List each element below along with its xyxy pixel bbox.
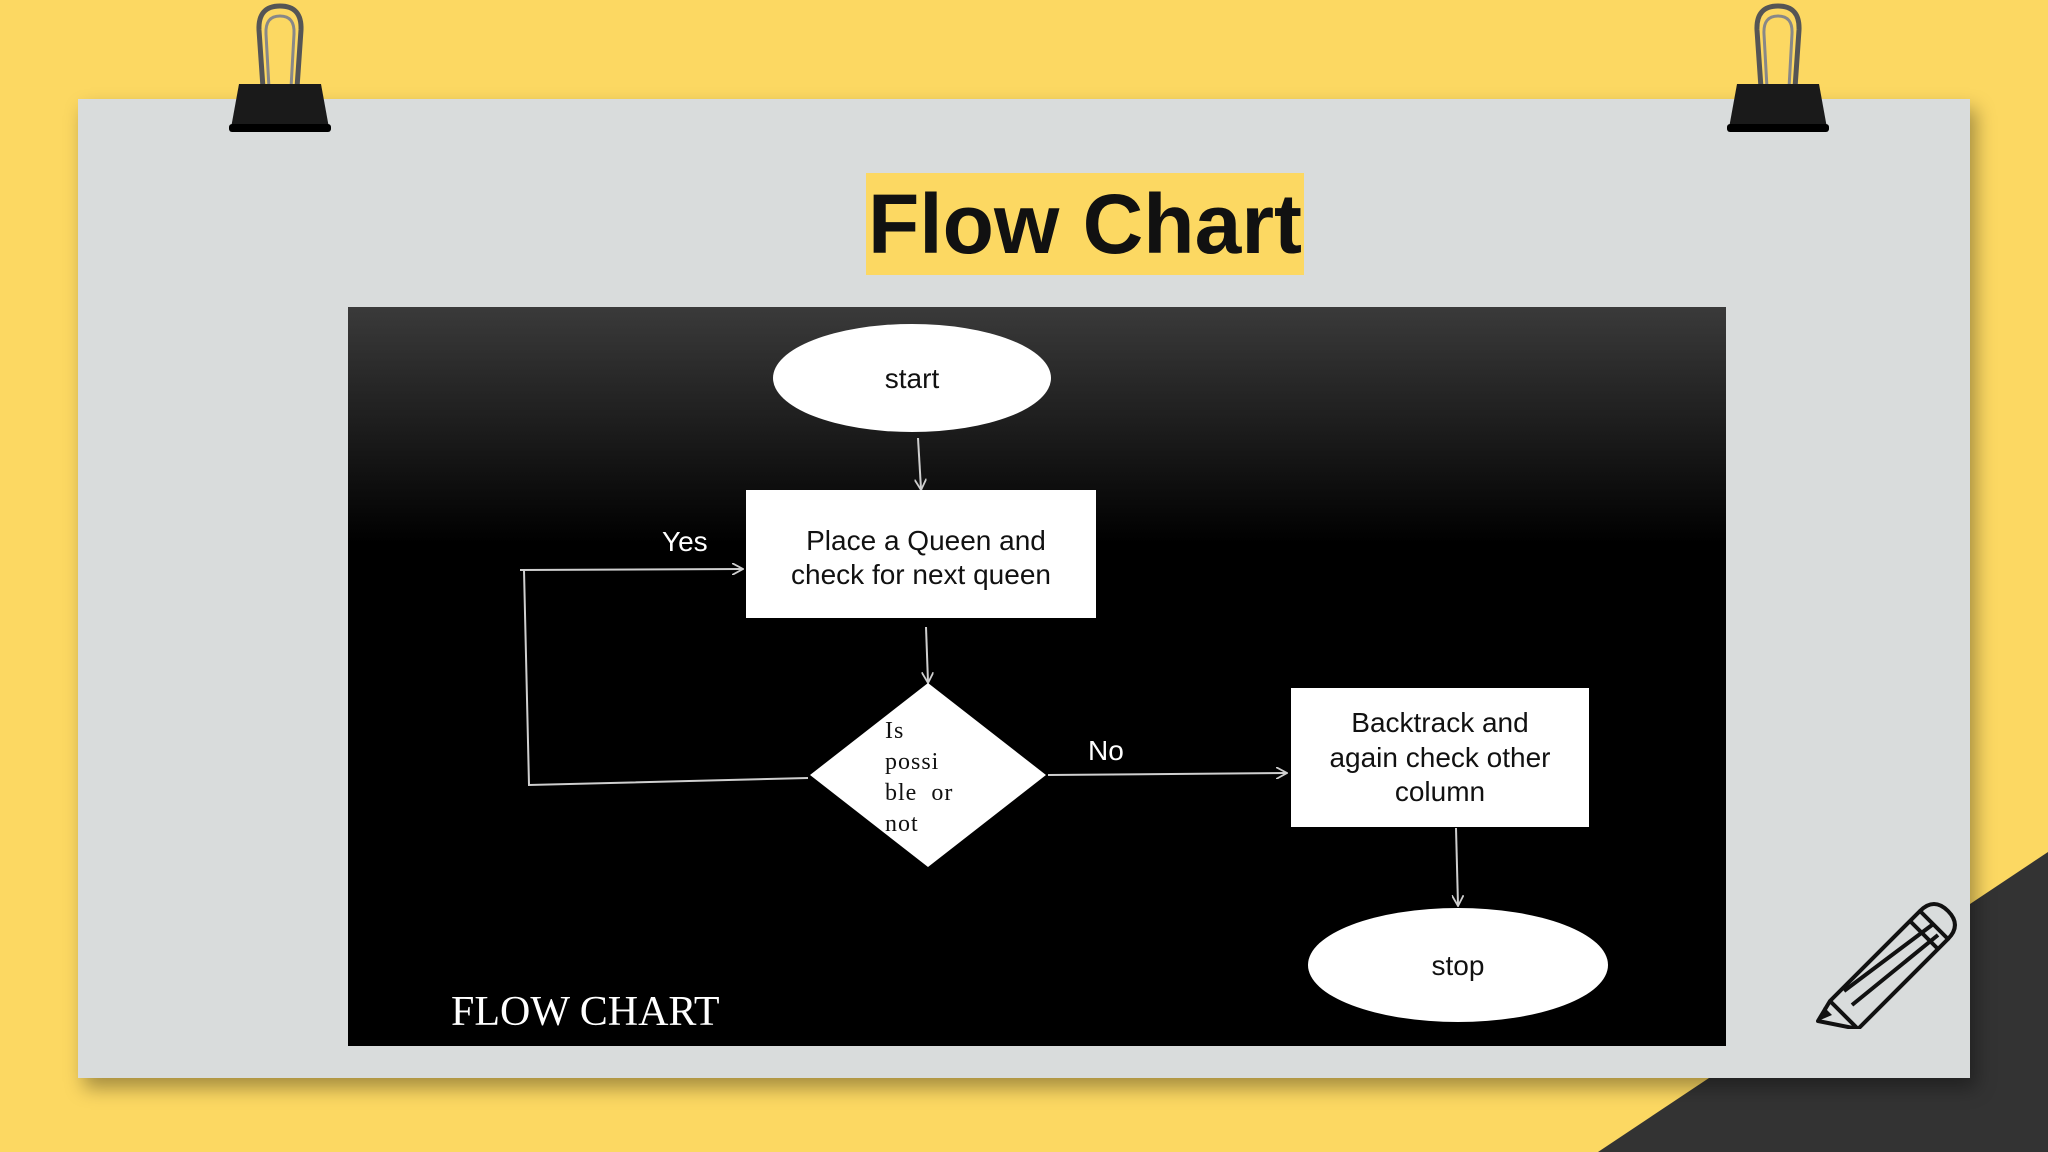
no-label: No: [1088, 735, 1124, 766]
place-queen-line-2: check for next queen: [791, 559, 1051, 590]
decision-line-3: ble or: [885, 780, 953, 806]
backtrack-line-1: Backtrack and: [1351, 707, 1528, 738]
slide-title: Flow Chart: [866, 173, 1304, 275]
edge-place-to-decision: [926, 626, 928, 682]
binder-clip-icon: [229, 3, 331, 132]
backtrack-node: Backtrack and again check other column: [1291, 688, 1589, 827]
edge-backtrack-to-stop: [1456, 827, 1458, 905]
start-node-label: start: [885, 363, 940, 394]
place-queen-node: Place a Queen and check for next queen: [746, 490, 1096, 618]
edge-yes-loop: [523, 569, 809, 787]
yes-label: Yes: [662, 526, 708, 557]
backtrack-line-3: column: [1395, 776, 1485, 807]
edge-no-arrow: [1047, 773, 1286, 775]
flowchart-caption: FLOW CHART: [451, 989, 720, 1035]
backtrack-line-2: again check other: [1329, 742, 1550, 773]
edge-start-to-place: [918, 437, 921, 489]
binder-clip-icon: [1727, 3, 1829, 132]
start-node: start: [773, 324, 1051, 432]
decision-node: Is possi ble or not: [810, 683, 1046, 867]
pencil-icon: [1816, 902, 1957, 1029]
stop-node-label: stop: [1432, 950, 1485, 981]
decision-line-2: possi: [885, 749, 939, 775]
flowchart-panel: start Place a Queen and check for next q…: [348, 307, 1726, 1046]
decision-line-1: Is: [885, 718, 904, 744]
decision-line-4: not: [885, 811, 919, 837]
place-queen-line-1: Place a Queen and: [806, 525, 1046, 556]
edge-yes-arrow: [519, 569, 742, 570]
flowchart-diagram: start Place a Queen and check for next q…: [451, 324, 1608, 1035]
stop-node: stop: [1308, 908, 1608, 1022]
